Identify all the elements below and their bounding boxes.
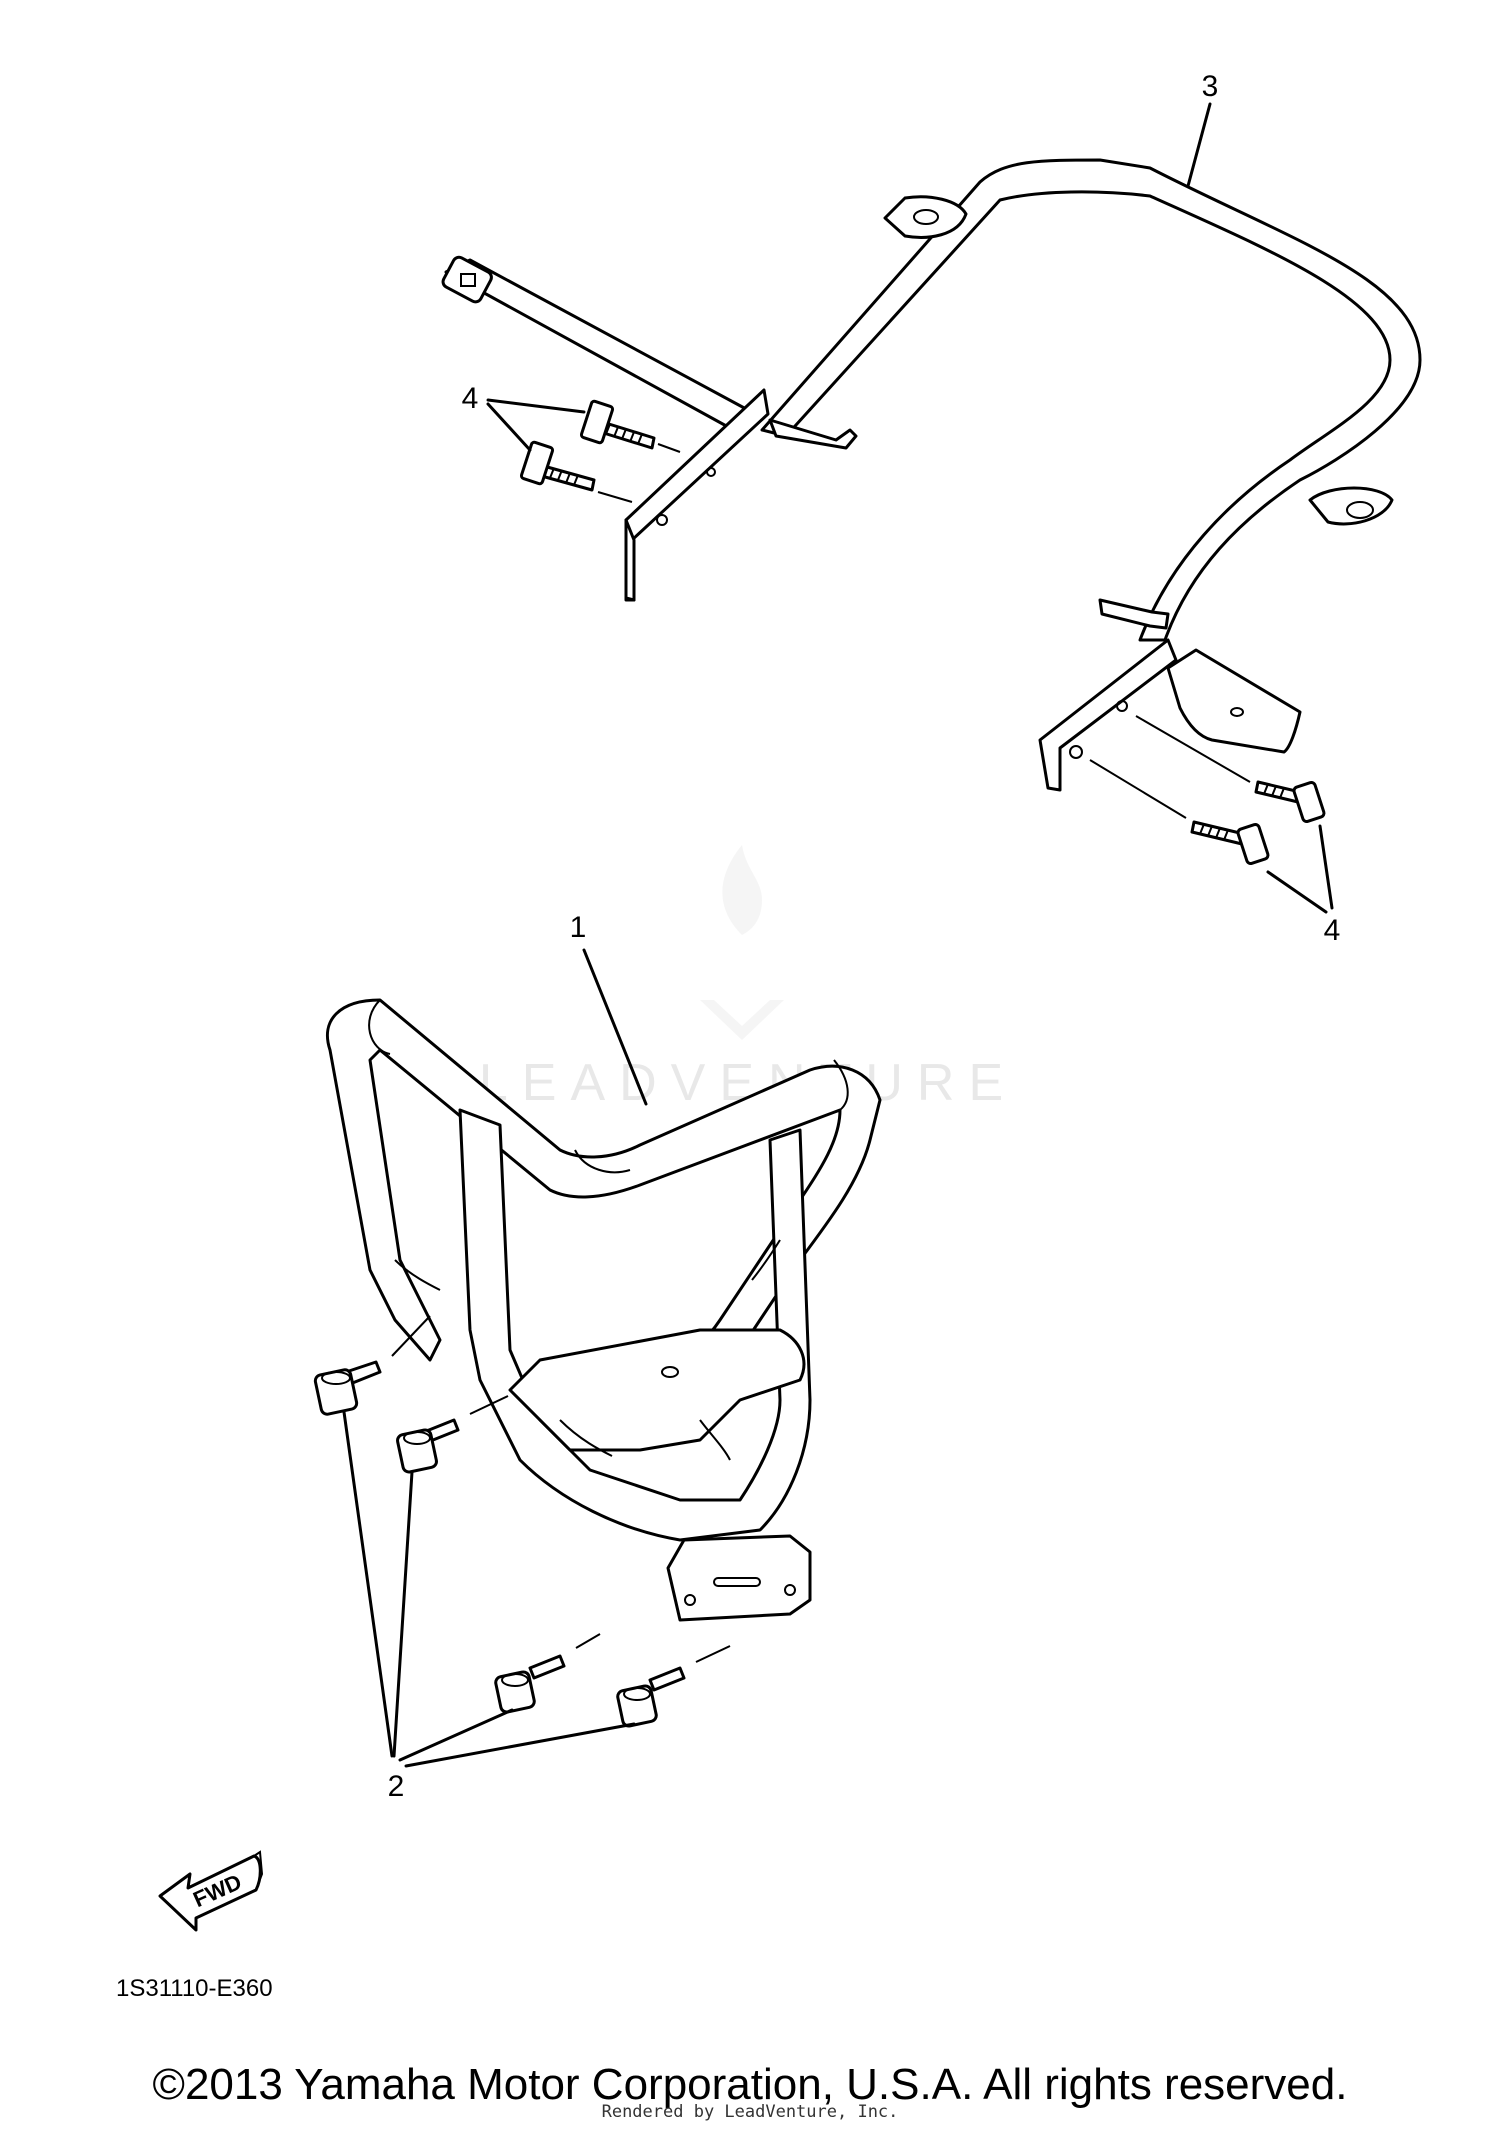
rendered-by-label: Rendered by LeadVenture, Inc. [601, 2102, 899, 2122]
rear-bolt-right-upper [1254, 780, 1326, 823]
front-bolt-4 [616, 1666, 686, 1728]
copyright-notice: ©2013 Yamaha Motor Corporation, U.S.A. A… [152, 2060, 1348, 2109]
callout-4-upper: 4 [462, 382, 479, 415]
fwd-arrow-icon: FWD [158, 1850, 264, 1932]
front-bolt-2 [396, 1418, 460, 1474]
front-bolt-1 [313, 1360, 382, 1416]
front-guard-part [326, 998, 882, 1622]
rear-guard-part [441, 158, 1422, 792]
callout-3: 3 [1202, 70, 1219, 103]
leadventure-watermark-logo [700, 845, 784, 1040]
front-bolt-guide-lines [391, 1315, 731, 1663]
diagram-code: 1S31110-E360 [116, 1975, 273, 2002]
callout-4-lower: 4 [1324, 914, 1341, 947]
front-bolt-3 [494, 1654, 566, 1714]
rear-bolt-right-lower [1190, 820, 1270, 865]
callout-2: 2 [388, 1770, 405, 1803]
rear-bolt-upper [579, 399, 656, 450]
callout-1: 1 [570, 911, 587, 944]
rear-bolt-lower [519, 440, 596, 492]
